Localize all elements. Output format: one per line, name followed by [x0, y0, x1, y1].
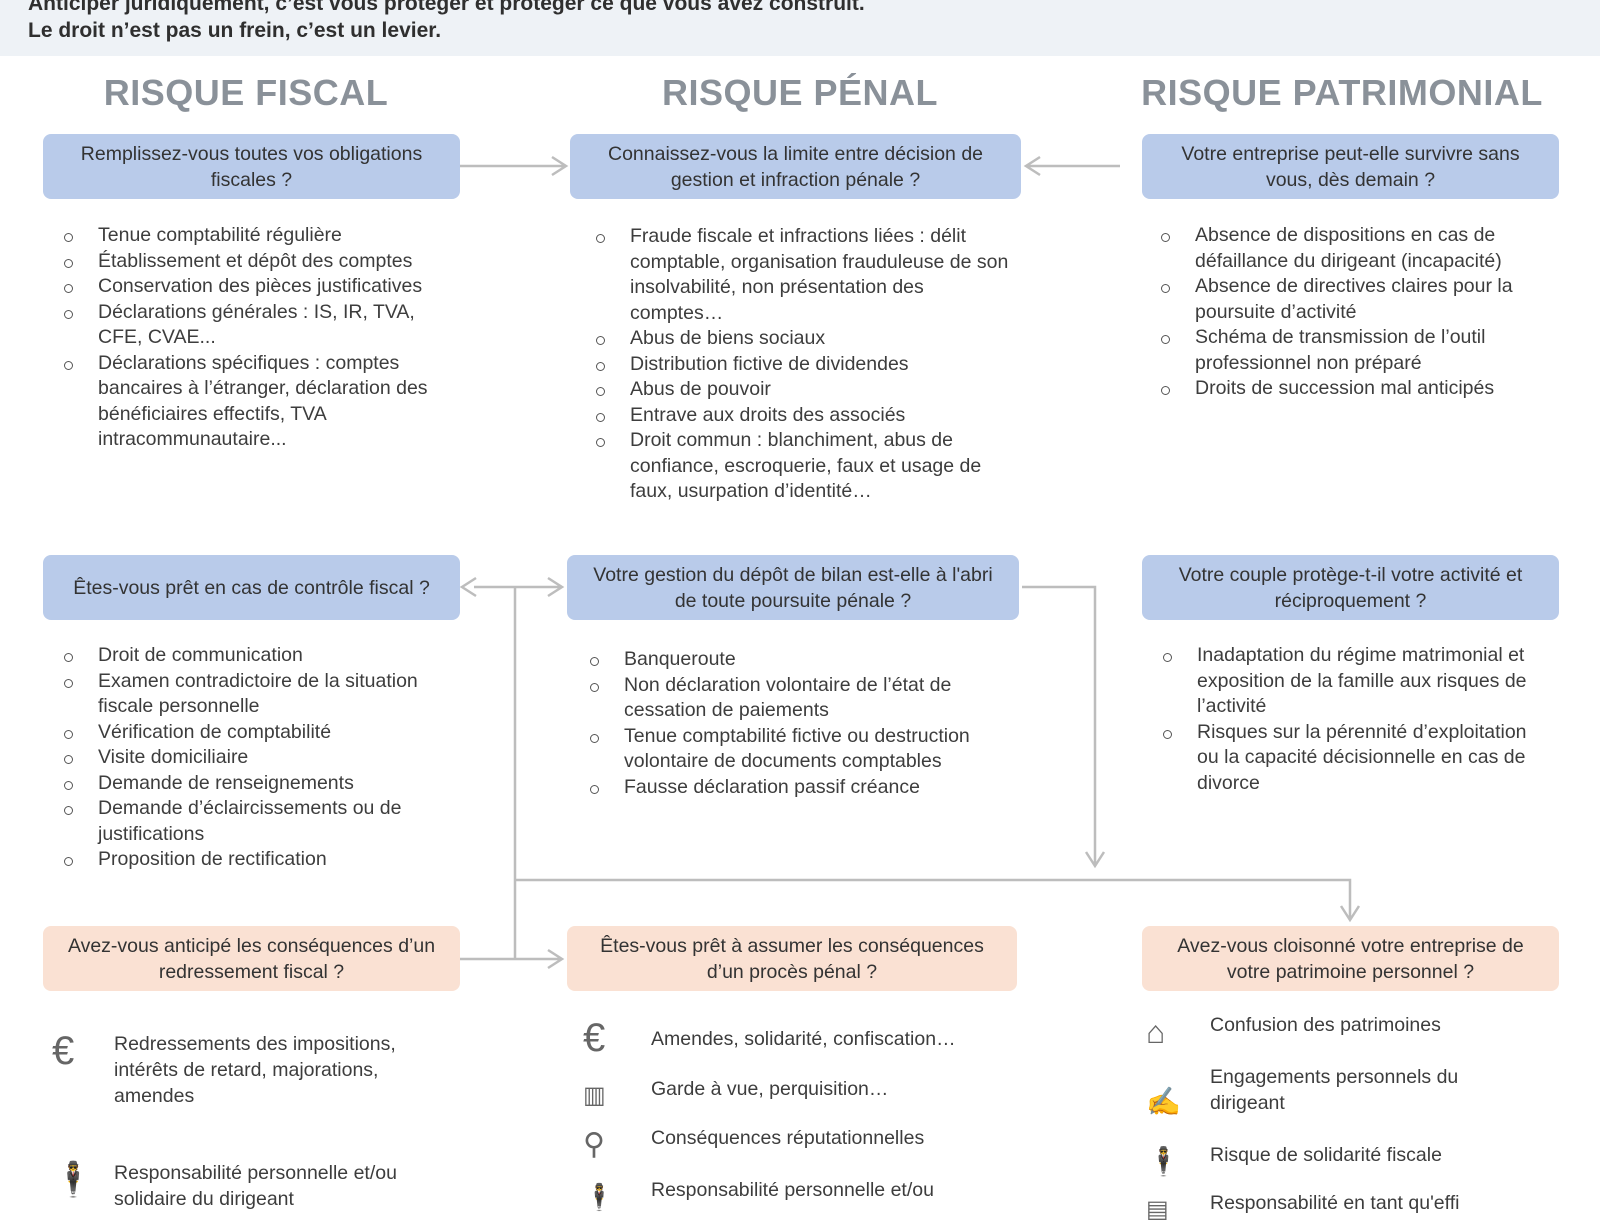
list-item: Tenue comptabilité régulière [62, 223, 442, 249]
document-icon: ▤ [1146, 1196, 1169, 1223]
person-icon: 🕴 [52, 1161, 95, 1199]
euro-icon: € [52, 1029, 75, 1073]
heading-risque-patrimonial: RISQUE PATRIMONIAL [1141, 72, 1543, 113]
magnifier-icon: ⚲ [583, 1128, 605, 1161]
list-item: Déclarations générales : IS, IR, TVA, CF… [62, 300, 442, 351]
consequence-text: Redressements des impositions, intérêts … [114, 1033, 396, 1107]
list-item: Demande de renseignements [62, 771, 452, 797]
consequence-question-box: Êtes-vous prêt à assumer les conséquence… [567, 926, 1017, 991]
signature-icon: ✍ [1146, 1086, 1181, 1117]
consequence-text: Engagements personnels du dirigeant [1210, 1066, 1459, 1114]
consequence-item: 🕴 Responsabilité personnelle et/ou [583, 1177, 1003, 1217]
consequence-item: ⌂ Confusion des patrimoines [1146, 1012, 1546, 1052]
banner-line-1: Anticiper juridiquement, c’est vous prot… [28, 0, 865, 15]
list-item: Examen contradictoire de la situation fi… [62, 669, 452, 720]
prison-bars-icon: ▥ [583, 1082, 606, 1109]
consequence-item: ▥ Garde à vue, perquisition… [583, 1076, 1003, 1116]
list-item: Déclarations spécifiques : comptes banca… [62, 351, 442, 453]
consequence-text: Garde à vue, perquisition… [651, 1078, 889, 1100]
list-item: Droits de succession mal anticipés [1159, 376, 1559, 402]
question-box: Votre entreprise peut-elle survivre sans… [1142, 134, 1559, 199]
consequence-text: Responsabilité en tant qu'effi [1210, 1192, 1460, 1214]
question-box: Remplissez-vous toutes vos obligations f… [43, 134, 460, 199]
bullet-list: Fraude fiscale et infractions liées : dé… [594, 224, 1014, 505]
question-box: Êtes-vous prêt en cas de contrôle fiscal… [43, 555, 460, 620]
list-item: Fraude fiscale et infractions liées : dé… [594, 224, 1014, 326]
bullet-list: Banqueroute Non déclaration volontaire d… [588, 647, 1008, 800]
list-item: Risques sur la pérennité d’exploitation … [1161, 720, 1531, 797]
list-item: Abus de biens sociaux [594, 326, 1014, 352]
list-item: Schéma de transmission de l’outil profes… [1159, 325, 1559, 376]
list-item: Droit de communication [62, 643, 452, 669]
list-item: Inadaptation du régime matrimonial et ex… [1161, 643, 1531, 720]
list-item: Proposition de rectification [62, 847, 452, 873]
heading-risque-penal: RISQUE PÉNAL [661, 72, 939, 113]
list-item: Banqueroute [588, 647, 1008, 673]
list-item: Demande d’éclaircissements ou de justifi… [62, 796, 452, 847]
list-item: Tenue comptabilité fictive ou destructio… [588, 724, 1008, 775]
question-box: Votre couple protège-t-il votre activité… [1142, 555, 1559, 620]
bullet-list: Absence de dispositions en cas de défail… [1159, 223, 1559, 402]
consequence-question-box: Avez-vous anticipé les conséquences d’un… [43, 926, 460, 991]
bullet-list: Inadaptation du régime matrimonial et ex… [1161, 643, 1531, 796]
consequence-text: Conséquences réputationnelles [651, 1127, 925, 1149]
question-box: Connaissez-vous la limite entre décision… [570, 134, 1021, 199]
consequence-text: Risque de solidarité fiscale [1210, 1144, 1442, 1166]
heading-risque-fiscal: RISQUE FISCAL [103, 72, 389, 113]
house-icon: ⌂ [1146, 1014, 1166, 1050]
consequence-item: 🕴 Responsabilité personnelle et/ou solid… [52, 1160, 432, 1212]
list-item: Absence de dispositions en cas de défail… [1159, 223, 1559, 274]
consequence-item: 🕴 Risque de solidarité fiscale [1146, 1142, 1546, 1182]
bullet-list: Droit de communication Examen contradict… [62, 643, 452, 873]
flow-arrows [452, 155, 1361, 970]
list-item: Vérification de comptabilité [62, 720, 452, 746]
consequence-question-box: Avez-vous cloisonné votre entreprise de … [1142, 926, 1559, 991]
consequence-item: ✍ Engagements personnels du dirigeant [1146, 1064, 1476, 1122]
consequence-text: Confusion des patrimoines [1210, 1014, 1441, 1036]
list-item: Visite domiciliaire [62, 745, 452, 771]
list-item: Non déclaration volontaire de l’état de … [588, 673, 1008, 724]
list-item: Absence de directives claires pour la po… [1159, 274, 1559, 325]
consequence-item: € Redressements des impositions, intérêt… [52, 1031, 432, 1109]
list-item: Distribution fictive de dividendes [594, 352, 1014, 378]
list-item: Entrave aux droits des associés [594, 403, 1014, 429]
consequence-text: Responsabilité personnelle et/ou [651, 1179, 934, 1201]
bullet-list: Tenue comptabilité régulière Établisseme… [62, 223, 442, 453]
person-icon: 🕴 [583, 1182, 616, 1212]
question-box: Votre gestion du dépôt de bilan est-elle… [567, 555, 1019, 620]
consequence-text: Responsabilité personnelle et/ou solidai… [114, 1162, 397, 1210]
banner-line-2: Le droit n’est pas un frein, c’est un le… [28, 19, 442, 42]
consequence-text: Amendes, solidarité, confiscation… [651, 1028, 956, 1050]
consequence-item: ▤ Responsabilité en tant qu'effi [1146, 1190, 1546, 1230]
list-item: Fausse déclaration passif créance [588, 775, 1008, 801]
list-item: Établissement et dépôt des comptes [62, 249, 442, 275]
consequence-item: ⚲ Conséquences réputationnelles [583, 1125, 1003, 1165]
list-item: Droit commun : blanchiment, abus de conf… [594, 428, 1014, 505]
person-icon: 🕴 [1146, 1146, 1181, 1177]
euro-icon: € [583, 1016, 606, 1060]
list-item: Abus de pouvoir [594, 377, 1014, 403]
banner: Anticiper juridiquement, c’est vous prot… [0, 0, 1600, 56]
consequence-item: € Amendes, solidarité, confiscation… [583, 1018, 1003, 1058]
list-item: Conservation des pièces justificatives [62, 274, 442, 300]
